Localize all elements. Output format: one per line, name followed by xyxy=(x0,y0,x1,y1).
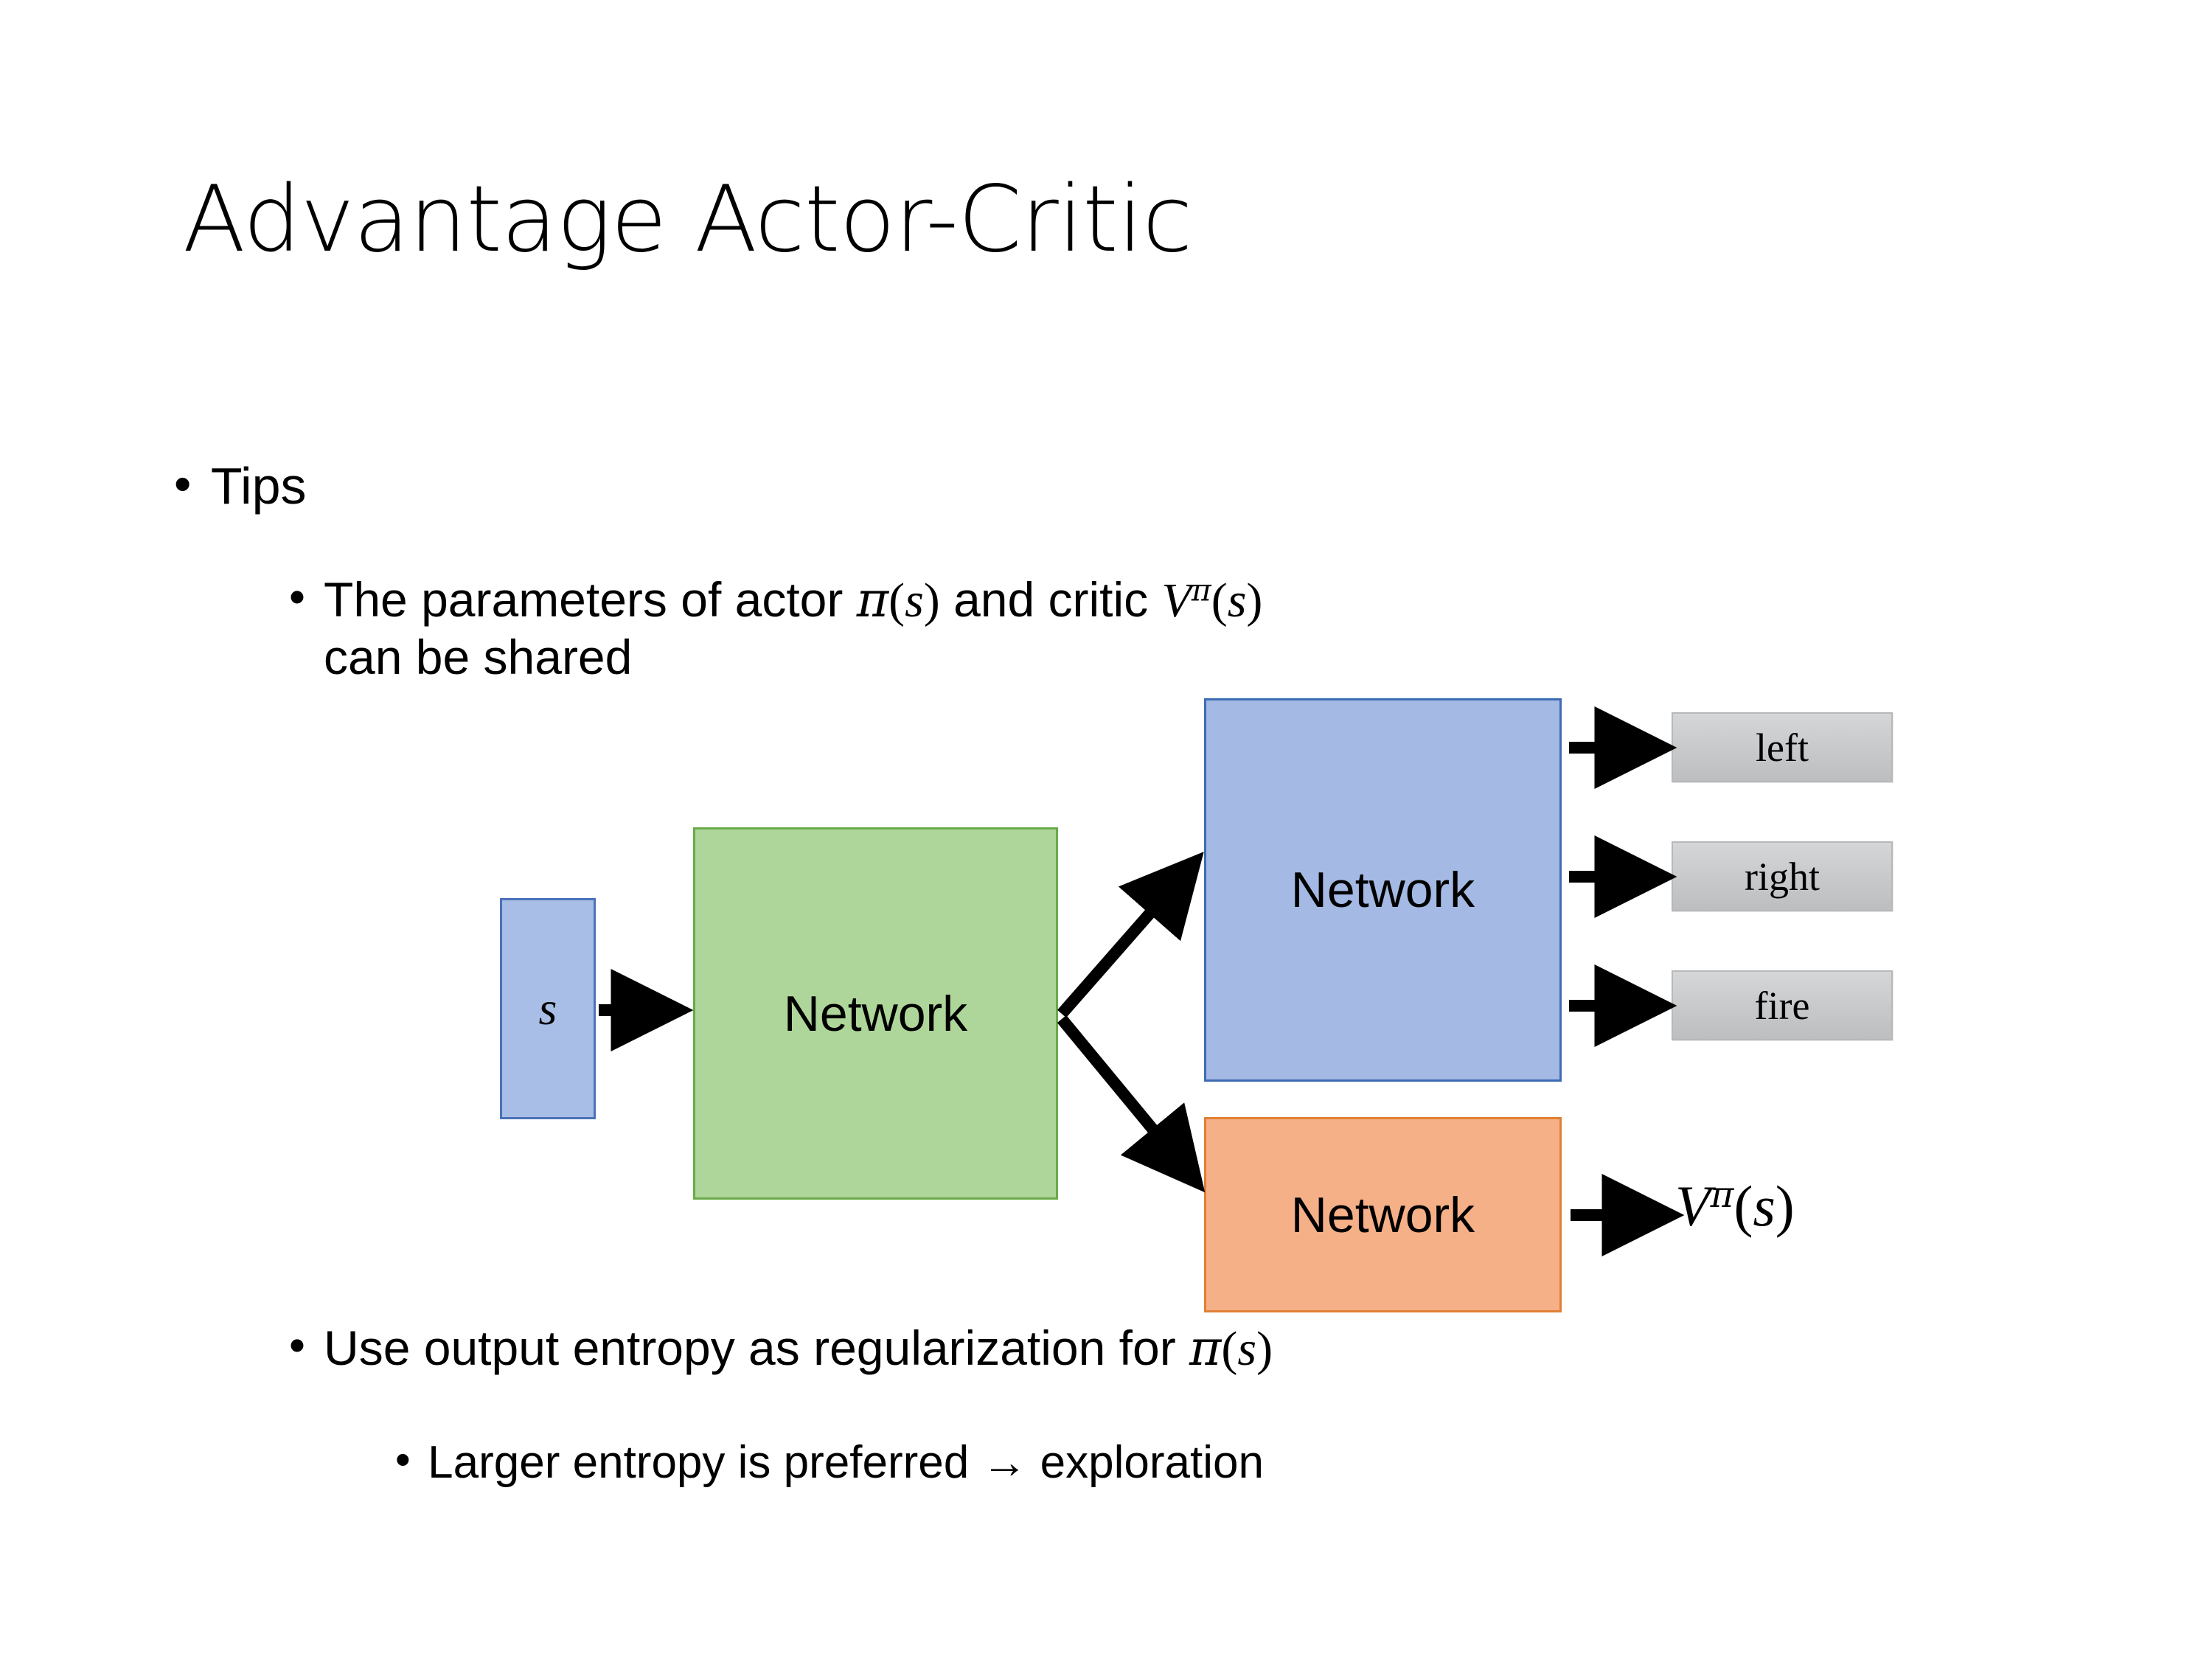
node-critic-network: Network xyxy=(1204,1117,1562,1312)
node-shared-network-label: Network xyxy=(783,985,968,1042)
bullet-tips-label: Tips xyxy=(210,457,307,515)
bullet-output-entropy: • Use output entropy as regularization f… xyxy=(289,1320,2059,1377)
action-box-right: right xyxy=(1672,841,1893,911)
node-state-input: s xyxy=(500,898,596,1119)
action-box-fire: fire xyxy=(1672,970,1893,1040)
bullet-marker-icon: • xyxy=(395,1436,411,1484)
text-run-entropy-prefix: Use output entropy as regularization for xyxy=(324,1321,1190,1375)
action-label-left: left xyxy=(1756,725,1809,770)
bullet-marker-icon: • xyxy=(289,1319,305,1371)
value-function-output: Vπ(s) xyxy=(1675,1172,1795,1239)
arrow-shared-to-actor xyxy=(1057,852,1204,1018)
math-value-function: Vπ(s) xyxy=(1675,1174,1795,1238)
node-actor-network: Network xyxy=(1204,698,1562,1082)
bullet-shared-parameters-text: The parameters of actor π(s) and critic … xyxy=(324,571,2014,686)
node-shared-network: Network xyxy=(693,827,1058,1200)
node-critic-network-label: Network xyxy=(1290,1186,1475,1243)
arrow-shared-to-critic xyxy=(1057,1015,1206,1193)
math-critic-value: Vπ(s) xyxy=(1161,572,1263,627)
bullet-larger-entropy: • Larger entropy is preferred → explorat… xyxy=(395,1436,2091,1490)
node-state-label: s xyxy=(538,982,557,1034)
bullet-output-entropy-text: Use output entropy as regularization for… xyxy=(324,1320,2059,1377)
node-actor-network-label: Network xyxy=(1290,862,1475,918)
text-run-parameters-middle: and critic xyxy=(939,572,1162,627)
text-run-parameters-prefix: The parameters of actor xyxy=(324,572,857,627)
text-run-parameters-line2: can be shared xyxy=(324,630,633,685)
page-title: Advantage Actor-Critic xyxy=(183,167,1192,273)
math-actor-policy: π(s) xyxy=(1189,1320,1273,1377)
action-box-left: left xyxy=(1672,712,1893,782)
bullet-marker-icon: • xyxy=(289,571,305,623)
bullet-tips: • Tips xyxy=(174,457,307,515)
math-actor-policy: π(s) xyxy=(856,571,940,628)
action-label-right: right xyxy=(1745,854,1820,899)
action-label-fire: fire xyxy=(1754,983,1810,1028)
bullet-larger-entropy-label: Larger entropy is preferred → exploratio… xyxy=(428,1437,1264,1488)
bullet-marker-icon: • xyxy=(174,456,192,512)
bullet-shared-parameters: • The parameters of actor π(s) and criti… xyxy=(289,571,2014,686)
